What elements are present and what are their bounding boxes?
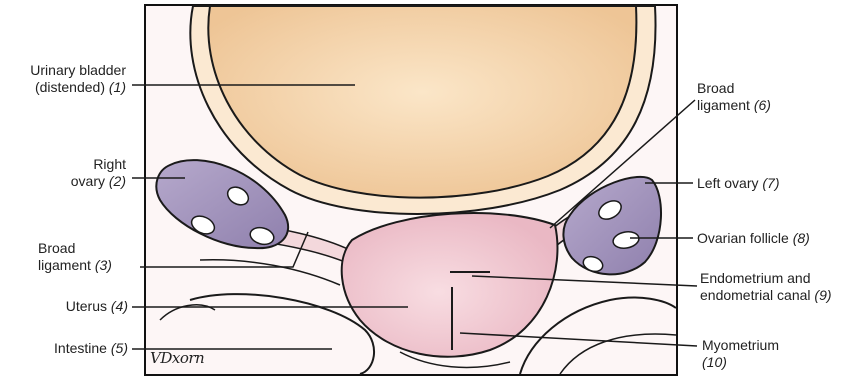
label-right-ovary: Right ovary (2) [60,156,126,190]
label-text: Broad [697,80,771,97]
label-number: (2) [109,173,126,189]
label-myometrium: Myometrium (10) [702,337,779,371]
label-text: (distended) [35,79,105,95]
label-uterus: Uterus (4) [40,298,128,315]
label-broad-ligament-right: Broad ligament (3) [38,240,112,274]
label-text: Myometrium [702,337,779,354]
label-left-ovary: Left ovary (7) [697,175,780,192]
label-number: (5) [111,340,128,356]
label-number: (6) [754,97,771,113]
label-endometrium: Endometrium and endometrial canal (9) [700,270,832,304]
label-text: Intestine [54,340,107,356]
label-text: ligament [697,97,750,113]
artist-signature: VDxorn [150,350,204,367]
label-broad-ligament-left: Broad ligament (6) [697,80,771,114]
label-number: (10) [702,354,779,371]
label-number: (1) [109,79,126,95]
label-text: Broad [38,240,112,257]
label-number: (7) [762,175,779,191]
label-text: Urinary bladder [8,62,126,79]
label-urinary-bladder: Urinary bladder (distended) (1) [8,62,126,96]
label-text: Endometrium and [700,270,832,287]
label-text: Uterus [66,298,107,314]
label-ovarian-follicle: Ovarian follicle (8) [697,230,810,247]
label-text: ovary [71,173,105,189]
label-text: Left ovary [697,175,758,191]
label-text: endometrial canal [700,287,811,303]
label-number: (8) [793,230,810,246]
label-text: ligament [38,257,91,273]
label-intestine: Intestine (5) [20,340,128,357]
label-number: (9) [814,287,831,303]
label-text: Ovarian follicle [697,230,789,246]
label-text: Right [60,156,126,173]
label-number: (3) [95,257,112,273]
label-number: (4) [111,298,128,314]
